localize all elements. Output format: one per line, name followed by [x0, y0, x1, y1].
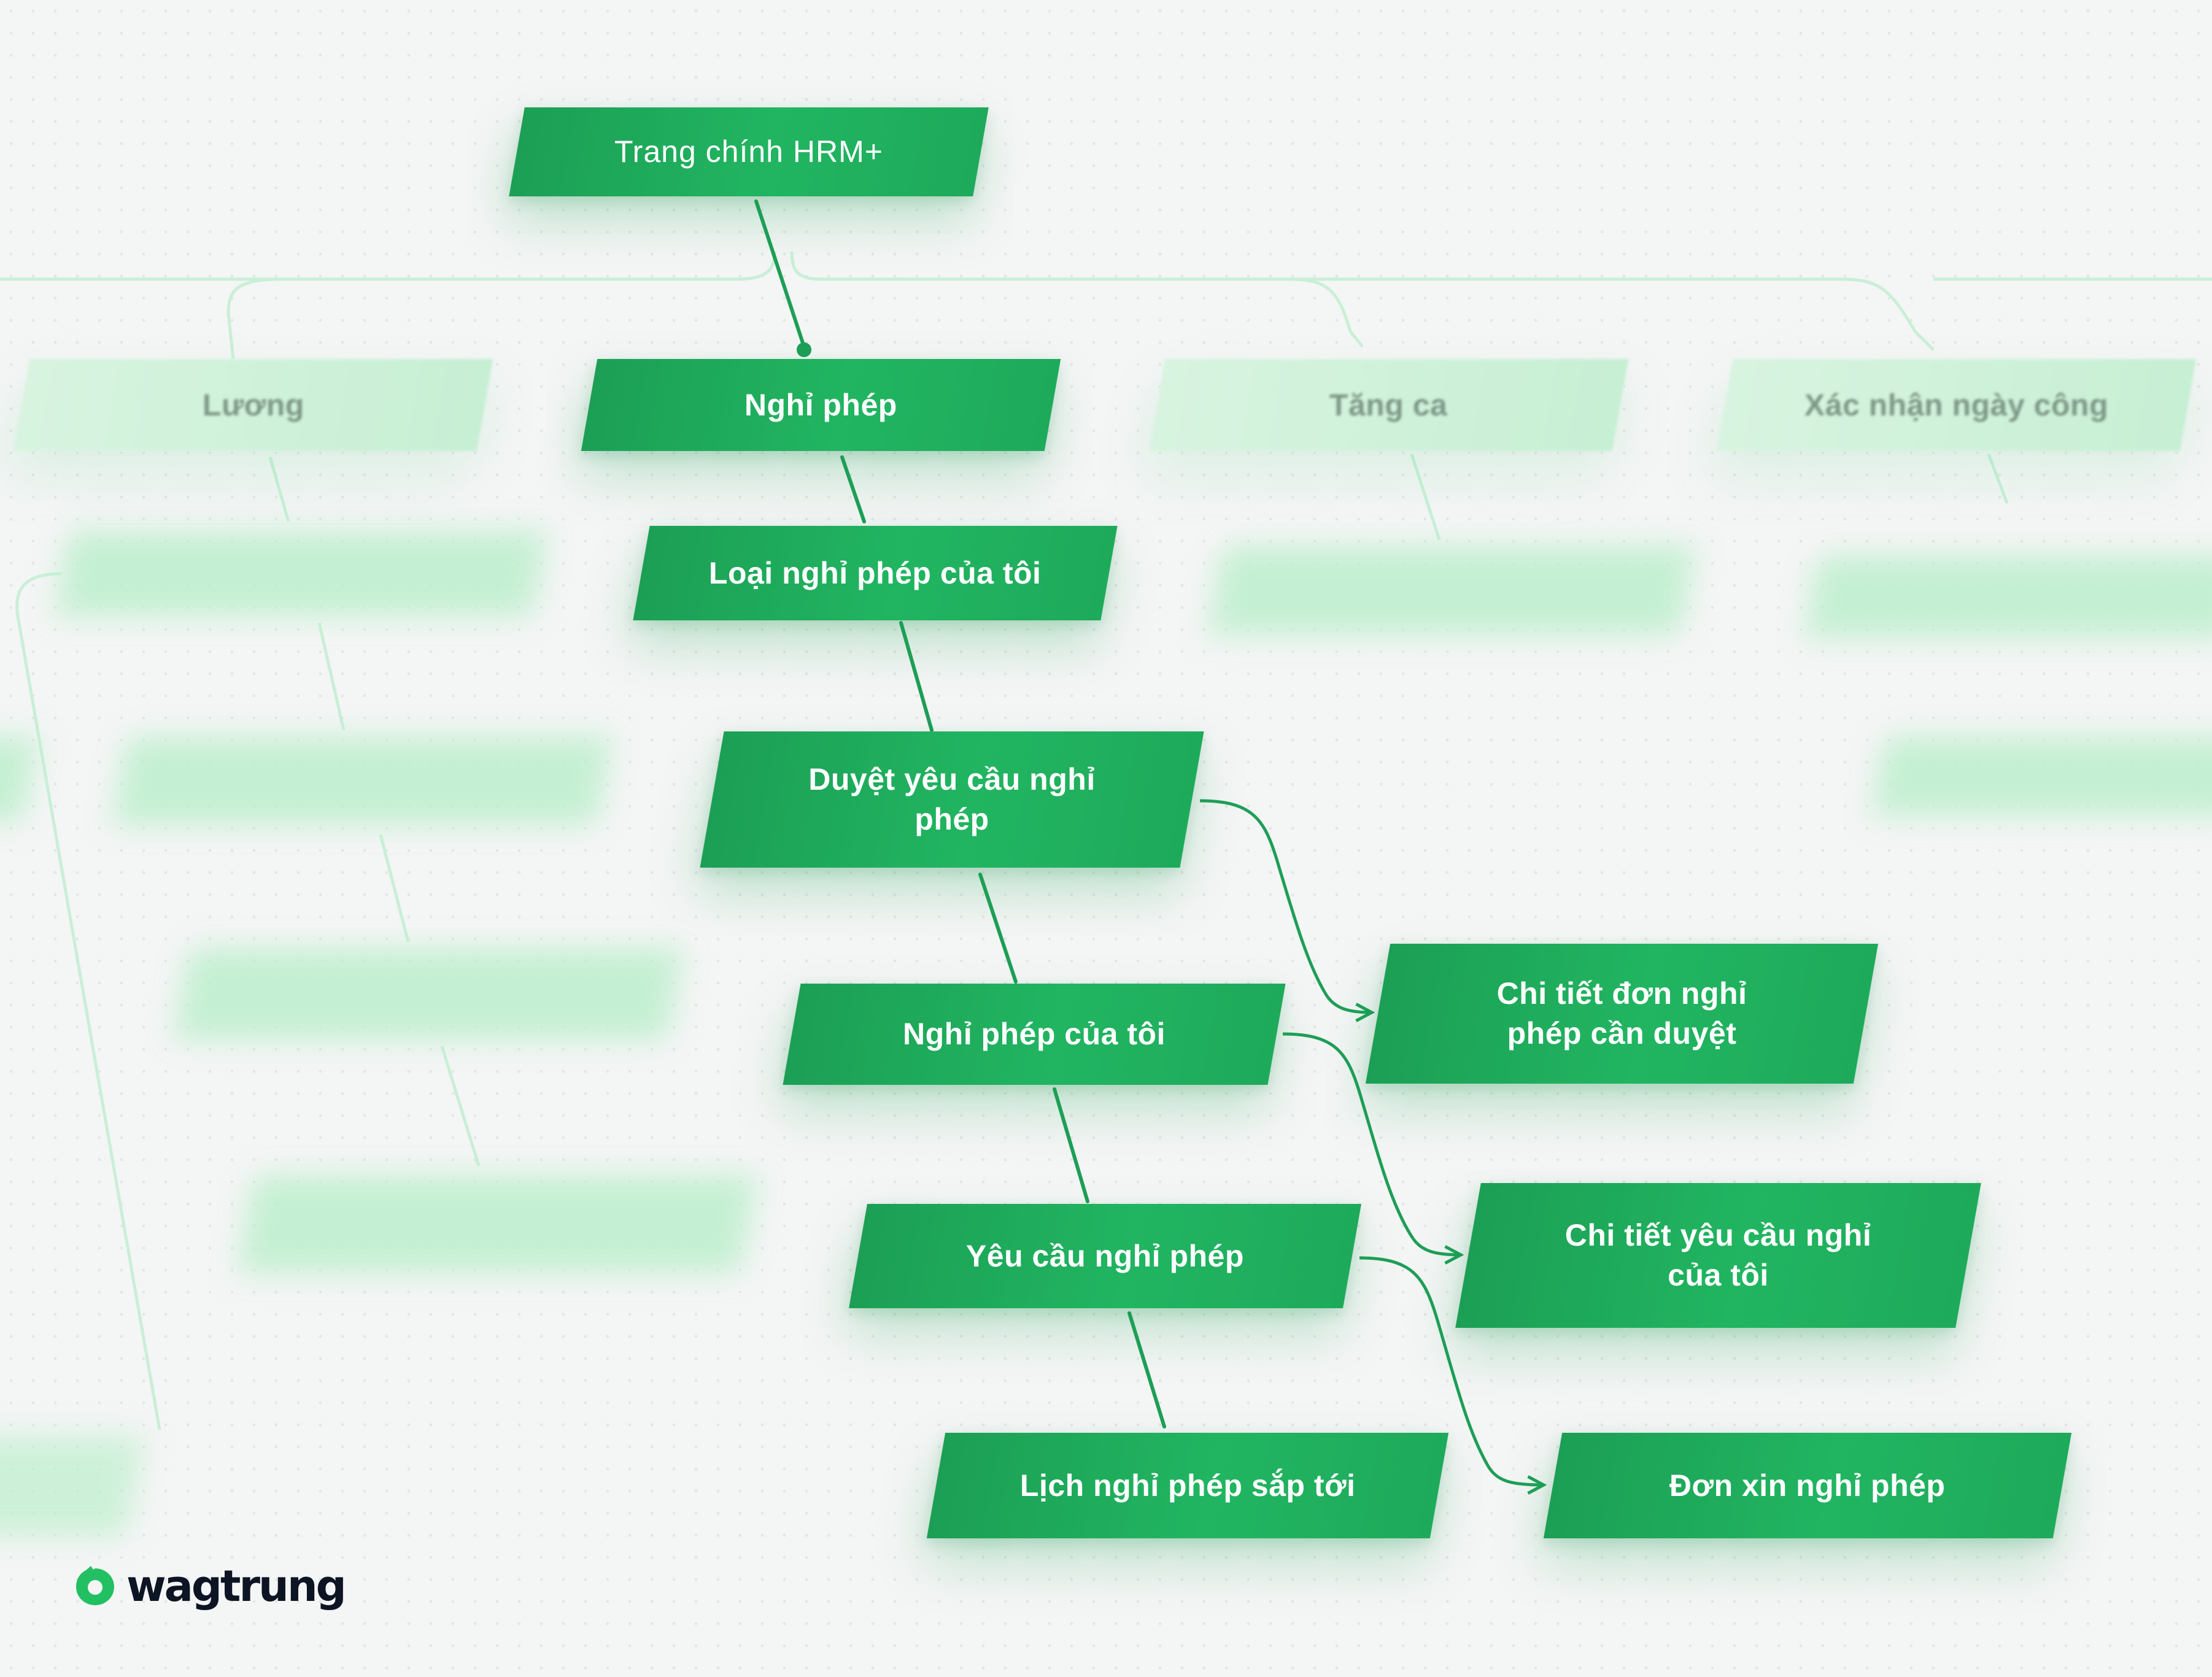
- node-upcoming-leave-calendar-label: Lịch nghỉ phép sắp tới: [1019, 1468, 1356, 1503]
- ghost-node-salary-1: [54, 531, 547, 617]
- ghost-node-confirm-2: [1871, 736, 2212, 816]
- node-leave-approval-detail-label: Chi tiết đơn nghỉ phép cần duyệt: [1496, 976, 1747, 1051]
- node-leave-approval-detail[interactable]: Chi tiết đơn nghỉ phép cần duyệt: [1365, 944, 1879, 1084]
- junction-dot: [797, 342, 811, 357]
- brand-logo: wagtrung: [72, 1561, 347, 1611]
- branch-node-leave[interactable]: Nghỉ phép: [581, 359, 1061, 451]
- node-approve-leave-requests[interactable]: Duyệt yêu cầu nghỉ phép: [700, 731, 1204, 868]
- salary-child-line-3: [379, 834, 410, 943]
- node-my-leave-types-label: Loại nghỉ phép của tôi: [709, 555, 1042, 590]
- ghost-node-salary-3: [174, 948, 683, 1040]
- node-leave-application-form[interactable]: Đơn xin nghỉ phép: [1543, 1433, 2072, 1538]
- detail-arrows: [1199, 799, 1544, 1485]
- line-types-to-approve: [899, 621, 934, 732]
- branch-node-overtime-label: Tăng ca: [1329, 387, 1448, 422]
- far-right-branch-line: [1289, 277, 1935, 351]
- line-approve-to-mine: [978, 873, 1018, 984]
- left-edge-line: [15, 572, 161, 1430]
- root-node[interactable]: Trang chính HRM+: [509, 107, 989, 196]
- ghost-node-left-edge-2: [0, 1436, 144, 1537]
- line-mine-to-request: [1053, 1087, 1089, 1203]
- node-my-leave[interactable]: Nghỉ phép của tôi: [783, 984, 1286, 1085]
- overtime-child-line: [1410, 453, 1441, 541]
- salary-child-line-2: [317, 622, 346, 731]
- line-root-to-leave: [754, 199, 806, 349]
- salary-branch-line: [226, 277, 283, 360]
- node-approve-leave-requests-label: Duyệt yêu cầu nghỉ phép: [808, 762, 1096, 836]
- ghost-node-left-edge-1: [0, 736, 38, 822]
- salary-child-line-4: [440, 1046, 481, 1166]
- node-my-leave-types[interactable]: Loại nghỉ phép của tôi: [633, 526, 1118, 620]
- brand-logo-wordmark: wagtrung: [126, 1561, 347, 1611]
- ghost-node-salary-4: [238, 1175, 757, 1273]
- node-leave-application-form-label: Đơn xin nghỉ phép: [1669, 1468, 1946, 1503]
- node-leave-request-label: Yêu cầu nghỉ phép: [966, 1238, 1244, 1273]
- node-leave-request[interactable]: Yêu cầu nghỉ phép: [849, 1204, 1361, 1308]
- node-my-leave-label: Nghỉ phép của tôi: [903, 1017, 1166, 1051]
- right-branch-bus: [790, 251, 1364, 348]
- line-request-to-calendar: [1127, 1311, 1166, 1428]
- branch-node-confirm-workdays-label: Xác nhận ngày công: [1804, 387, 2109, 422]
- branch-node-overtime[interactable]: Tăng ca: [1148, 359, 1629, 451]
- node-upcoming-leave-calendar[interactable]: Lịch nghỉ phép sắp tới: [926, 1433, 1449, 1538]
- left-branch-bus: [0, 251, 776, 281]
- line-leave-to-types: [840, 455, 866, 523]
- ghost-node-overtime-1: [1208, 546, 1695, 635]
- salary-child-line-1: [268, 457, 290, 522]
- ghost-node-salary-2: [112, 736, 612, 825]
- arrow-approve-to-detail: [1199, 799, 1372, 1012]
- branch-node-salary-label: Lương: [202, 387, 304, 422]
- branch-node-confirm-workdays[interactable]: Xác nhận ngày công: [1716, 359, 2197, 451]
- branch-node-salary[interactable]: Lương: [13, 359, 493, 451]
- ghost-node-confirm-1: [1804, 555, 2212, 638]
- confirm-child-line: [1987, 453, 2009, 504]
- node-my-request-detail[interactable]: Chi tiết yêu cầu nghỉ của tôi: [1455, 1183, 1981, 1328]
- branch-node-leave-label: Nghỉ phép: [744, 387, 897, 422]
- node-my-request-detail-label: Chi tiết yêu cầu nghỉ của tôi: [1564, 1218, 1872, 1292]
- root-node-label: Trang chính HRM+: [614, 134, 883, 169]
- brand-logo-icon: [76, 1566, 114, 1605]
